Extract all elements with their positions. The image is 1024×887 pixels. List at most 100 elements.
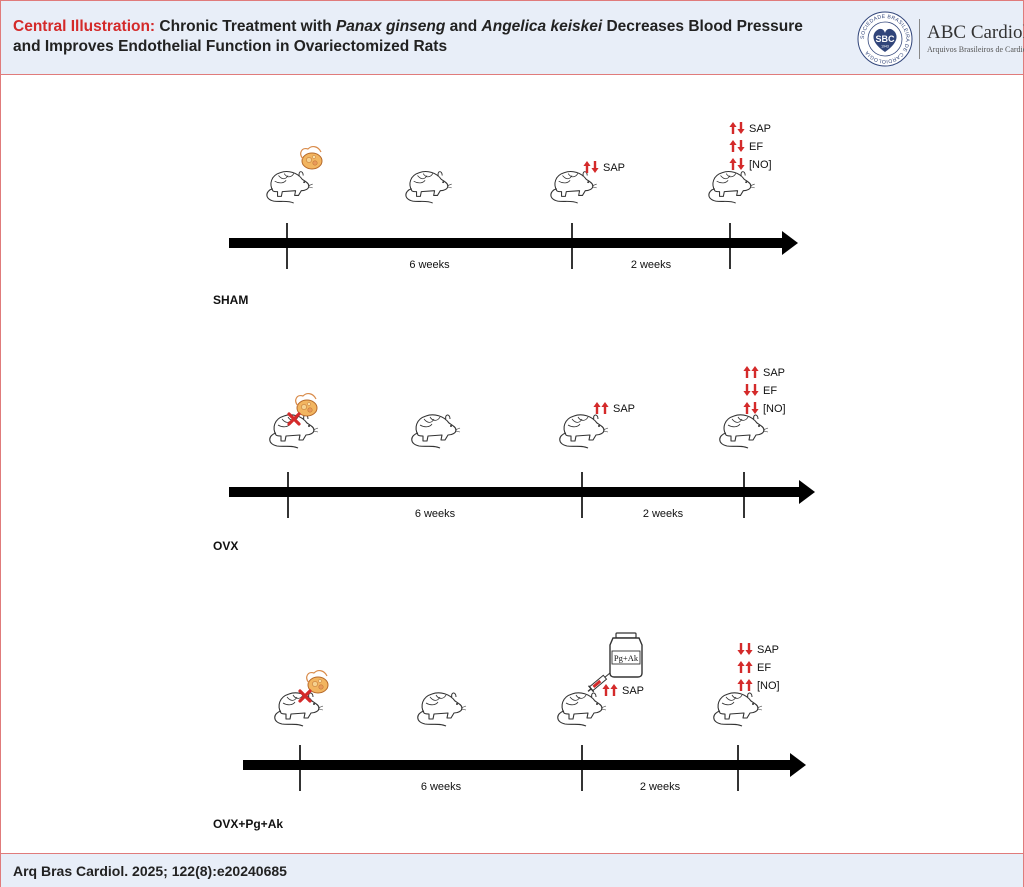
outcome-label: EF (757, 662, 771, 674)
vial-label: Pg+Ak (614, 653, 639, 663)
segment-duration-label: 6 weeks (409, 259, 450, 271)
ovary-icon (300, 146, 323, 170)
up-arrow-icon (737, 661, 745, 673)
change-marker-down-down: SAP (737, 643, 779, 656)
header-bar: Central Illustration: Chronic Treatment … (1, 1, 1024, 75)
segment-duration-label: 6 weeks (421, 781, 462, 793)
rat-icon (713, 692, 763, 727)
timeline-arrowhead (782, 231, 798, 255)
outcome-label: SAP (749, 123, 771, 135)
sbc-seal-icon: SOCIEDADE BRASILEIRA DE CARDIOLOGIA SBC … (857, 11, 913, 67)
treatment-vial-icon: Pg+Ak (609, 632, 643, 678)
syringe-icon (587, 672, 611, 693)
change-marker-up-up: SAP (602, 684, 644, 697)
journal-brand-subtitle: Arquivos Brasileiros de Cardiologia (927, 45, 1024, 54)
up-arrow-icon (729, 122, 737, 134)
down-arrow-icon (751, 402, 759, 414)
removed-x-icon (287, 412, 301, 426)
timeline-arrowhead (790, 753, 806, 777)
logo-divider (919, 19, 920, 59)
up-arrow-icon (745, 661, 753, 673)
change-marker-up-up: SAP (743, 366, 785, 379)
up-arrow-icon (729, 158, 737, 170)
outcome-label: [NO] (749, 159, 772, 171)
change-marker-up-down: [NO] (729, 158, 772, 171)
timeline-arrow-shaft (243, 760, 792, 770)
change-marker-up-down: SAP (583, 161, 625, 174)
citation: Arq Bras Cardiol. 2025; 122(8):e20240685 (13, 863, 287, 879)
change-marker-up-down: EF (729, 140, 763, 153)
down-arrow-icon (737, 122, 745, 134)
up-arrow-icon (745, 679, 753, 691)
group-label: OVX+Pg+Ak (213, 817, 283, 831)
change-marker-up-up: EF (737, 661, 771, 674)
journal-brand: ABC Cardiol (927, 22, 1024, 43)
title-text-1: Chronic Treatment with (155, 18, 336, 35)
timeline-2: 6 weeks 2 weeks SAP SAP EF [NO] OVX (213, 366, 815, 553)
change-marker-up-down: [NO] (743, 402, 786, 415)
rat-icon (708, 171, 756, 204)
down-arrow-icon (751, 384, 759, 396)
title-lead: Central Illustration: (13, 18, 156, 35)
up-arrow-icon (729, 140, 737, 152)
up-arrow-icon (743, 402, 751, 414)
seal-text: SBC (875, 34, 895, 44)
outcome-label: SAP (613, 403, 635, 415)
outcome-label: SAP (622, 685, 644, 697)
up-arrow-icon (583, 161, 591, 173)
rat-icon (559, 414, 609, 449)
up-arrow-icon (593, 402, 601, 414)
outcome-label: EF (749, 141, 763, 153)
outcome-label: [NO] (763, 403, 786, 415)
change-marker-up-up: [NO] (737, 679, 780, 692)
title-text-and: and (445, 18, 482, 35)
segment-duration-label: 6 weeks (415, 508, 456, 520)
rat-icon (417, 692, 467, 727)
change-marker-up-up: SAP (593, 402, 635, 415)
segment-duration-label: 2 weeks (631, 259, 672, 271)
rat-icon (274, 692, 324, 727)
rat-icon (405, 171, 453, 204)
timeline-arrow-shaft (229, 487, 801, 497)
outcome-label: SAP (763, 367, 785, 379)
up-arrow-icon (602, 684, 610, 696)
up-arrow-icon (743, 366, 751, 378)
rat-icon (411, 414, 461, 449)
title-species-2: Angelica keiskei (481, 18, 603, 35)
timeline-arrow-shaft (229, 238, 784, 248)
outcome-label: SAP (757, 644, 779, 656)
outcome-label: EF (763, 385, 777, 397)
timeline-arrowhead (799, 480, 815, 504)
timeline-1: 6 weeks 2 weeks SAP SAP EF [NO] SHAM (213, 122, 798, 307)
segment-duration-label: 2 weeks (643, 508, 684, 520)
down-arrow-icon (737, 158, 745, 170)
down-arrow-icon (737, 140, 745, 152)
down-arrow-icon (743, 384, 751, 396)
figure-title: Central Illustration: Chronic Treatment … (13, 17, 813, 57)
down-arrow-icon (737, 643, 745, 655)
outcome-label: SAP (603, 162, 625, 174)
journal-logo: SOCIEDADE BRASILEIRA DE CARDIOLOGIA SBC … (857, 11, 1024, 67)
footer-bar: Arq Bras Cardiol. 2025; 122(8):e20240685 (1, 853, 1023, 887)
title-text-2: Decreases Blood Pressure and Improves En… (13, 18, 803, 55)
rat-icon (557, 692, 607, 727)
up-arrow-icon (751, 366, 759, 378)
removed-x-icon (298, 689, 312, 703)
segment-duration-label: 2 weeks (640, 781, 681, 793)
rat-icon (550, 171, 598, 204)
down-arrow-icon (745, 643, 753, 655)
group-label: OVX (213, 539, 238, 553)
seal-year: 1943 (881, 45, 889, 49)
up-arrow-icon (610, 684, 618, 696)
rat-icon (266, 171, 314, 204)
down-arrow-icon (591, 161, 599, 173)
group-label: SHAM (213, 293, 248, 307)
up-arrow-icon (737, 679, 745, 691)
up-arrow-icon (601, 402, 609, 414)
change-marker-up-down: SAP (729, 122, 771, 135)
outcome-label: [NO] (757, 680, 780, 692)
change-marker-down-down: EF (743, 384, 777, 397)
title-species-1: Panax ginseng (335, 18, 446, 35)
